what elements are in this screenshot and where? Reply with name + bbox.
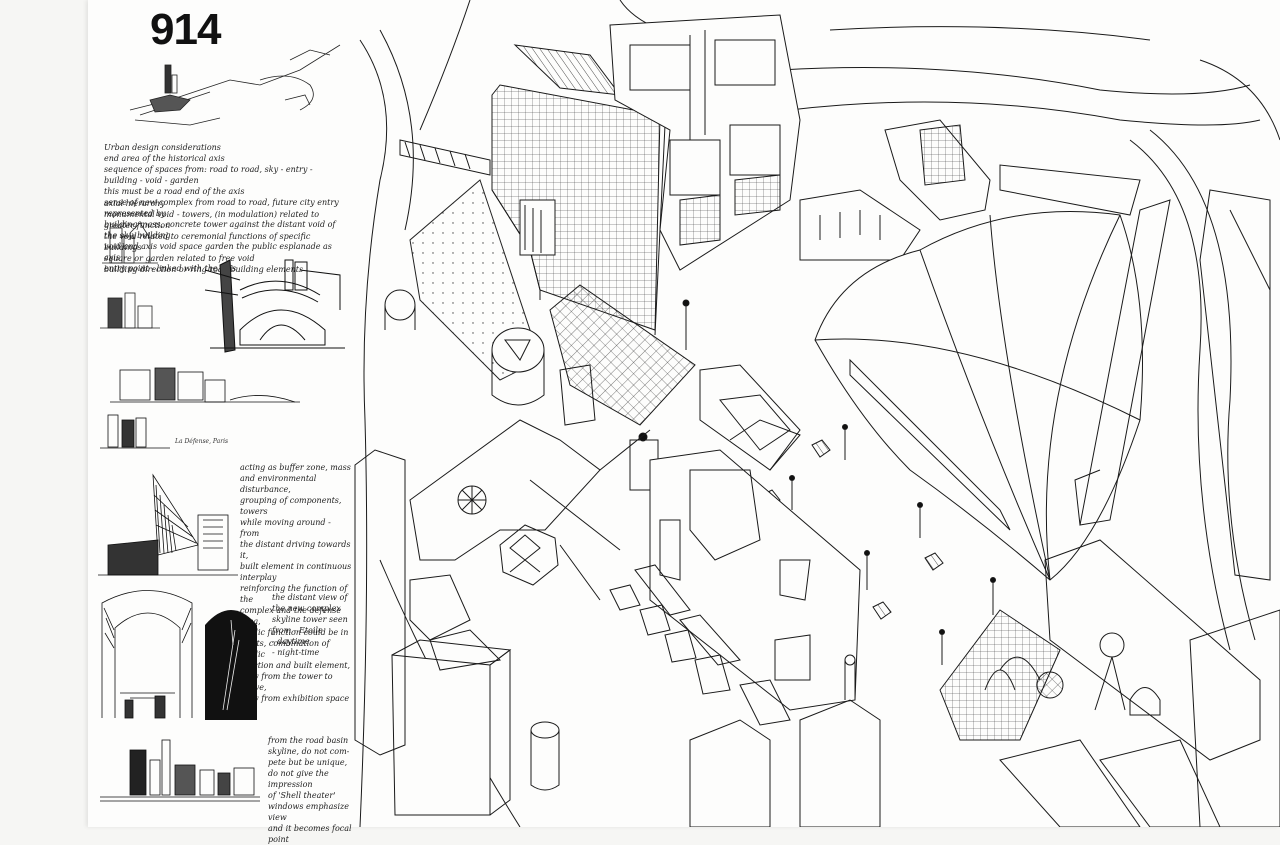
arch-perspective-sketch — [200, 250, 350, 355]
skyline-note: from the road basin skyline, do not com-… — [268, 736, 352, 844]
context-sketch — [110, 40, 350, 135]
bottom-skyline-sketch — [100, 735, 260, 805]
design-considerations-note: Urban design considerations end area of … — [104, 143, 339, 273]
axonometric-svg — [354, 0, 1280, 828]
distant-view-note: the distant view of the new complex skyl… — [272, 593, 348, 657]
axial-hierarchy-note: axial hierarchy monumental void - towers… — [104, 199, 320, 274]
building-sketch-small — [100, 218, 160, 343]
sketch-caption: La Défense, Paris — [175, 438, 229, 445]
night-view-sketch — [205, 600, 257, 720]
axonometric-drawing — [352, 0, 1280, 828]
arch-view-sketch — [100, 588, 195, 723]
skyline-perspective-sketch: La Défense, Paris — [100, 360, 300, 450]
sheet-number: 914 — [150, 5, 221, 54]
tower-perspective-sketch — [98, 465, 238, 580]
